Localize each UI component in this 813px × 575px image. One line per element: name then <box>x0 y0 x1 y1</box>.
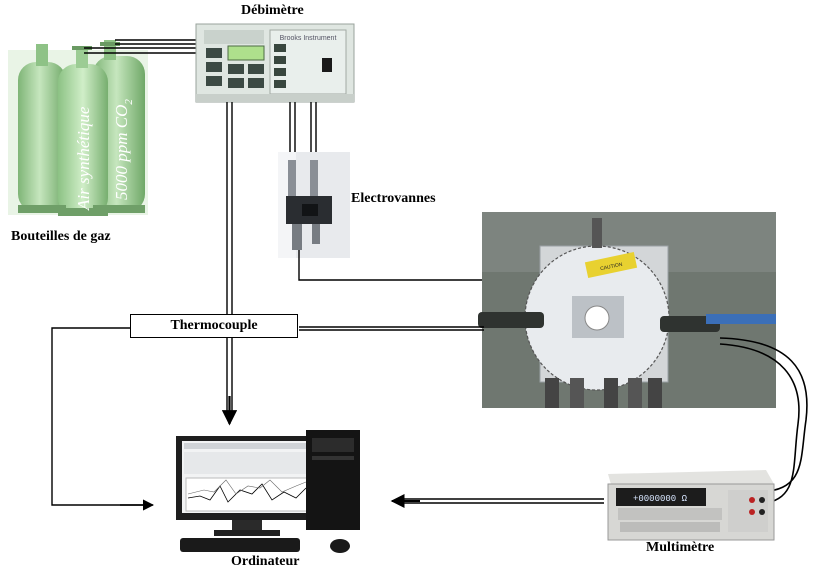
gas-bottles-image <box>8 40 148 216</box>
test-chamber-image <box>478 212 776 408</box>
multimeter-label: Multimètre <box>646 540 715 555</box>
multimeter-display-text: +0000000 Ω <box>633 494 688 504</box>
bottle-air-text: Air synthétique <box>74 106 93 211</box>
thermocouple-lines <box>51 326 484 506</box>
flowmeter-label: Débimètre <box>241 3 304 18</box>
flowmeter-brand-text: Brooks Instrument <box>280 35 337 42</box>
thermocouple-box: Thermocouple <box>130 314 298 338</box>
bottle-left-label: Air synthétique <box>74 106 93 211</box>
gas-bottles-label: Bouteilles de gaz <box>11 229 111 244</box>
chamber-sticker-text: CAUTION <box>600 262 624 273</box>
flowmeter-to-valves-line <box>289 102 317 160</box>
multimeter-image <box>607 470 775 541</box>
chamber-to-multimeter-cables <box>719 337 808 505</box>
flowmeter-to-computer-line <box>226 102 233 412</box>
svg-text:5000 ppm CO2: 5000 ppm CO2 <box>112 99 135 200</box>
bottle-right-label: 5000 ppm CO2 <box>112 99 135 200</box>
computer-label: Ordinateur <box>231 554 300 569</box>
computer-image <box>176 430 360 553</box>
solenoid-valves-image <box>278 152 350 258</box>
thermocouple-label: Thermocouple <box>170 318 258 333</box>
solenoid-valves-label: Electrovannes <box>351 191 436 206</box>
flowmeter-image <box>195 23 355 103</box>
multimeter-to-computer-line <box>400 498 604 504</box>
bottle-co2-text: 5000 ppm CO <box>112 105 131 200</box>
gas-supply-lines <box>84 39 196 54</box>
valves-to-chamber-line <box>298 250 485 281</box>
bottle-co2-subscript: 2 <box>123 99 135 105</box>
